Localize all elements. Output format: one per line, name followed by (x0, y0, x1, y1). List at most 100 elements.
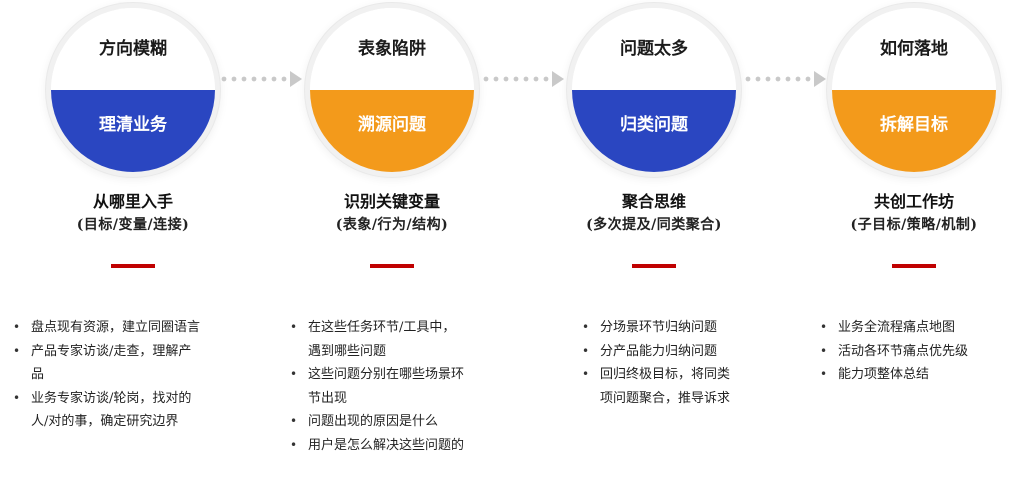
arrow-right-icon (483, 71, 564, 87)
bullet-text: 业务专家访谈/轮岗，找对的 (31, 390, 192, 406)
stage-2-title: 识别关键变量 (343, 192, 440, 211)
bullet-text: 问题出现的原因是什么 (308, 414, 439, 429)
bullet-item: •能力项整体总结 (818, 363, 968, 387)
bullet-item: • 产品专家访谈/走查，理解产品 (11, 340, 200, 387)
bullet-item: • 问题出现的原因是什么 (288, 410, 464, 434)
stage-4-divider (892, 264, 936, 268)
stage-4-circle-top (832, 8, 996, 90)
bullet-text: 节出现 (308, 390, 348, 406)
stage-2-divider (370, 264, 414, 268)
stage-3-problem-label: 问题太多 (620, 39, 688, 59)
arrow-dot (221, 76, 227, 82)
bullet-dot-icon: • (13, 390, 21, 405)
bullet-text: 遇到哪些问题 (308, 343, 387, 359)
arrow-dot (281, 76, 287, 82)
bullet-text: 业务全流程痛点地图 (838, 320, 956, 335)
bullet-text: 产品专家访谈/走查，理解产 (31, 343, 192, 359)
bullet-text: 人/对的事，确定研究边界 (31, 414, 179, 429)
stage-2-circle-top (310, 8, 474, 90)
stage-4-bullet-list: • 业务全流程痛点地图 • 活动各环节痛点优先级 •能力项整体总结 (818, 316, 968, 387)
stage-1-action-label: 理清业务 (99, 115, 167, 135)
bullet-item: • 业务全流程痛点地图 (818, 316, 968, 340)
stage-2-subtitle: (表象/行为/结构) (335, 217, 449, 233)
bullet-dot-icon: • (13, 343, 21, 358)
arrow-head (290, 71, 302, 87)
arrow-head (552, 71, 564, 87)
bullet-dot-icon: • (582, 367, 590, 381)
stage-1-problem-label: 方向模糊 (99, 39, 167, 59)
stage-1: 方向模糊 理清业务 从哪里入手 (目标/变量/连接) • 盘点现有资源，建立同圈语… (3, 0, 263, 480)
bullet-text: 分产品能力归纳问题 (600, 343, 718, 359)
bullet-item: •这些问题分别在哪些场景环节出现 (288, 363, 464, 410)
stage-4: 如何落地 拆解目标 共创工作坊 (子目标/策略/机制) • 业务全流程痛点地图 • 活… (784, 0, 1024, 480)
stage-2: 表象陷阱 溯源问题 识别关键变量 (表象/行为/结构) • 在这些任务环节/工具中… (262, 0, 522, 480)
bullet-dot-icon: • (290, 437, 298, 452)
bullet-text: 项问题聚合，推导诉求 (600, 390, 731, 406)
bullet-item: • 在这些任务环节/工具中， 遇到哪些问题 (288, 316, 464, 363)
arrow-dot (261, 76, 267, 82)
stage-4-action-label: 拆解目标 (880, 115, 948, 135)
stage-3-divider (632, 264, 676, 268)
stage-3-circle-top (572, 8, 736, 90)
stage-2-circle: 表象陷阱 溯源问题 (310, 8, 474, 172)
stage-1-circle-bottom (51, 90, 215, 172)
stage-2-problem-label: 表象陷阱 (358, 39, 426, 59)
arrow-dot (745, 76, 751, 82)
arrow-right-icon (745, 71, 826, 87)
arrow-right-icon (221, 71, 302, 87)
bullet-dot-icon: • (290, 414, 298, 428)
stage-1-subtitle: (目标/变量/连接) (76, 217, 190, 233)
stage-3: 问题太多 归类问题 聚合思维 (多次提及/同类聚合) •分场景环节归纳问题•分产… (524, 0, 784, 480)
stage-2-circle-bottom (310, 90, 474, 172)
bullet-text: 能力项整体总结 (838, 367, 930, 382)
stage-4-subtitle: (子目标/策略/机制) (850, 217, 978, 233)
bullet-item: • 回归终极目标，将同类项问题聚合，推导诉求 (580, 363, 730, 410)
stage-3-action-label: 归类问题 (620, 115, 688, 135)
arrow-head (814, 71, 826, 87)
arrow-dot (513, 76, 519, 82)
arrow-dot (251, 76, 257, 82)
arrow-dot (523, 76, 529, 82)
bullet-dot-icon: • (582, 343, 590, 358)
bullet-text: 盘点现有资源，建立同圈语言 (31, 320, 201, 335)
arrow-dot (231, 76, 237, 82)
stage-1-circle: 方向模糊 理清业务 (51, 8, 215, 172)
bullet-text: 回归终极目标，将同类 (600, 367, 731, 382)
arrow-dot (765, 76, 771, 82)
arrow-dot (755, 76, 761, 82)
arrow-dot (271, 76, 277, 82)
bullet-item: • 分场景环节归纳问题 (580, 316, 730, 340)
bullet-dot-icon: • (13, 320, 21, 334)
bullet-text: 活动各环节痛点优先级 (838, 343, 969, 359)
bullet-item: • 用户是怎么解决这些问题的 (288, 434, 464, 458)
stage-1-circle-top (51, 8, 215, 90)
stage-1-bullet-list: • 盘点现有资源，建立同圈语言 • 产品专家访谈/走查，理解产品 • 业务专家访谈/轮岗，… (11, 316, 200, 434)
bullet-dot-icon: • (820, 320, 828, 334)
arrow-dot (241, 76, 247, 82)
stage-3-circle-bottom (572, 90, 736, 172)
bullet-item: • 业务专家访谈/轮岗，找对的人/对的事，确定研究边界 (11, 387, 200, 434)
bullet-item: • 活动各环节痛点优先级 (818, 340, 968, 364)
bullet-item: • 分产品能力归纳问题 (580, 340, 730, 364)
arrow-dot (533, 76, 539, 82)
bullet-text: 用户是怎么解决这些问题的 (308, 437, 465, 453)
stage-3-subtitle: (多次提及/同类聚合) (586, 217, 722, 233)
stage-4-circle-bottom (832, 90, 996, 172)
arrow-dot (785, 76, 791, 82)
stage-4-title: 共创工作坊 (873, 192, 954, 211)
stage-1-title: 从哪里入手 (92, 192, 173, 211)
stage-1-divider (111, 264, 155, 268)
stage-3-circle: 问题太多 归类问题 (572, 8, 736, 172)
bullet-text: 品 (31, 367, 45, 382)
arrow-dot (493, 76, 499, 82)
arrow-dot (503, 76, 509, 82)
stage-4-problem-label: 如何落地 (880, 39, 948, 59)
bullet-item: • 盘点现有资源，建立同圈语言 (11, 316, 200, 340)
bullet-dot-icon: • (820, 343, 828, 358)
bullet-dot-icon: • (290, 320, 298, 334)
bullet-dot-icon: • (582, 320, 590, 334)
bullet-text: 在这些任务环节/工具中， (308, 320, 456, 335)
bullet-text: 分场景环节归纳问题 (600, 320, 718, 335)
arrow-dot (795, 76, 801, 82)
arrow-dot (805, 76, 811, 82)
